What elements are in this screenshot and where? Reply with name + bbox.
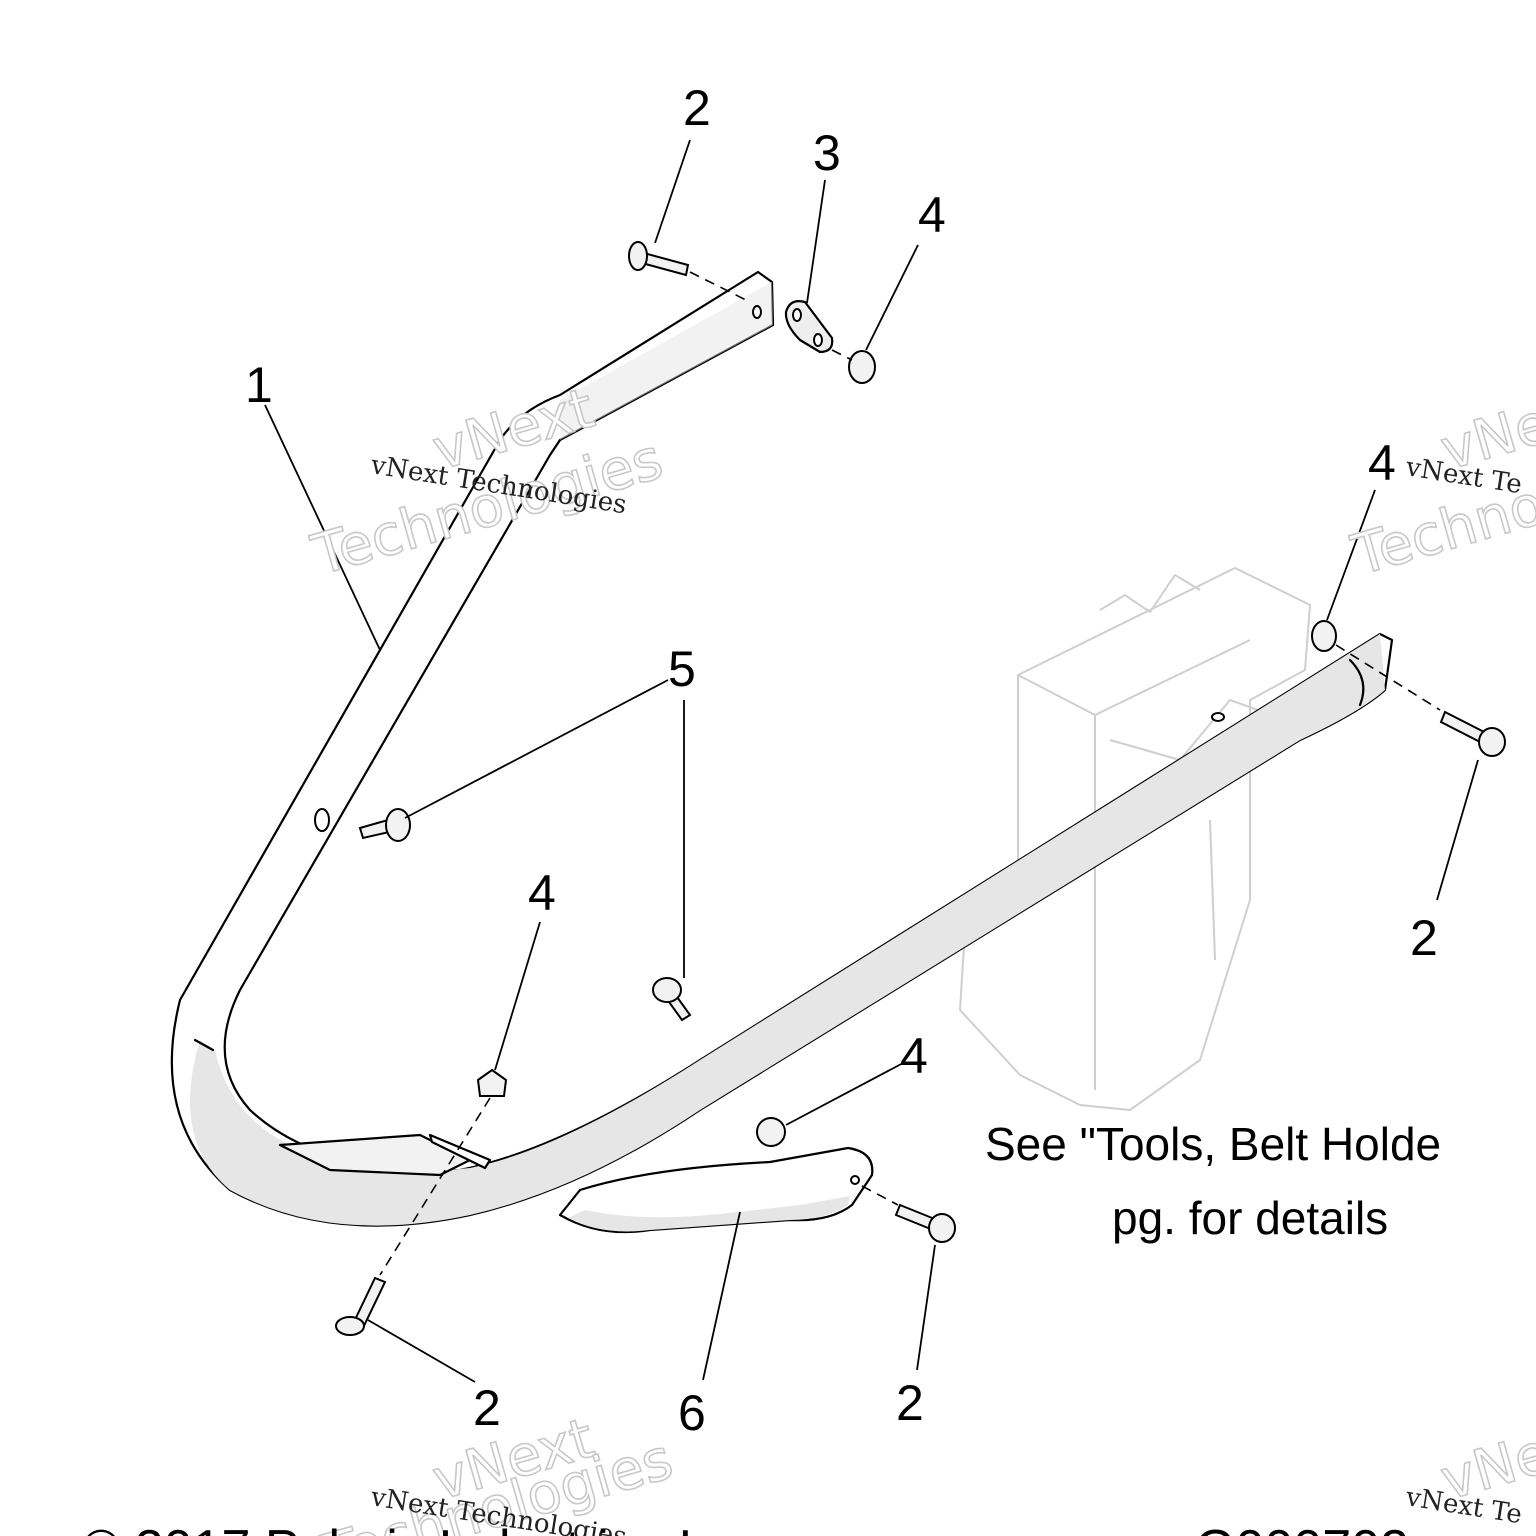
note-line-1: See "Tools, Belt Holde (985, 1118, 1441, 1170)
callout-2-bottom-left: 2 (473, 1380, 501, 1436)
callout-4-mid: 4 (528, 865, 556, 921)
assembly-lines (379, 271, 1441, 1276)
callout-2-right: 2 (1410, 910, 1438, 966)
bolt-part-2-right (1439, 710, 1506, 757)
note-line-2: pg. for details (1112, 1192, 1388, 1244)
bumper-tube-part-1 (170, 270, 1394, 1227)
callout-5: 5 (668, 641, 696, 697)
bracket-part-3 (784, 300, 834, 354)
leader-lines (264, 139, 1479, 1383)
bolt-part-2-top (628, 241, 690, 277)
rivet-part-5-upper (358, 808, 411, 842)
footer: © 2017 Polaris Industries Inc. G000702 (82, 1520, 1409, 1536)
callout-4-right: 4 (1368, 435, 1396, 491)
callout-2-top: 2 (683, 80, 711, 136)
callout-4-top: 4 (918, 187, 946, 243)
nut-part-4-mid (476, 1068, 508, 1097)
callout-1: 1 (245, 357, 273, 413)
lower-brace-part-6 (558, 1146, 874, 1234)
rivet-part-5-lower (652, 977, 692, 1022)
footer-copyright: © 2017 Polaris Industries Inc. (82, 1520, 762, 1536)
lower-mount-plate (278, 1133, 492, 1177)
footer-code: G000702 (1195, 1520, 1409, 1536)
bolt-part-2-bottom-left (335, 1276, 387, 1336)
callout-3: 3 (813, 125, 841, 181)
nut-part-4-lower (756, 1117, 786, 1147)
callout-6: 6 (678, 1385, 706, 1441)
reference-note: See "Tools, Belt Holde pg. for details (985, 1118, 1441, 1244)
nut-part-4-top (848, 350, 876, 384)
bolt-part-2-bottom-mid (894, 1203, 956, 1243)
callout-4-lower: 4 (900, 1028, 928, 1084)
callout-2-bottom-mid: 2 (896, 1375, 924, 1431)
nut-part-4-right (1311, 620, 1337, 652)
callout-numbers: 1 2 3 4 4 5 4 2 4 2 6 2 (245, 80, 1438, 1441)
